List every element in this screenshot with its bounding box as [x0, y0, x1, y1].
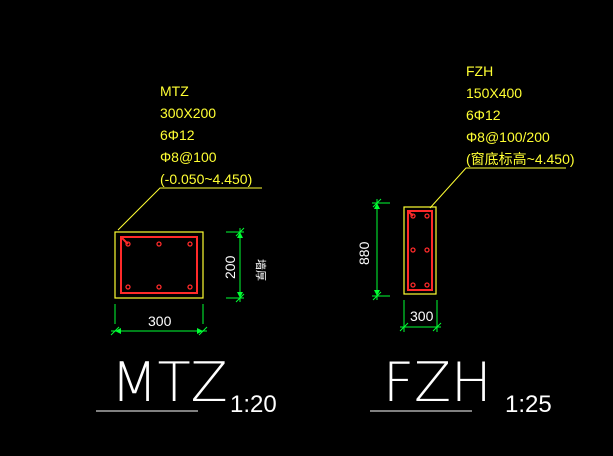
fzh-note-elevation: (窗底标高~4.450): [466, 151, 575, 167]
mtz-detail: MTZ 300X200 6Φ12 Φ8@100 (-0.050~4.450): [96, 83, 277, 418]
mtz-rebars: [125, 241, 193, 290]
fzh-rebar: [424, 213, 430, 219]
mtz-width-label: 300: [148, 313, 172, 329]
mtz-note-size: 300X200: [160, 105, 216, 121]
mtz-annotation: MTZ 300X200 6Φ12 Φ8@100 (-0.050~4.450): [160, 83, 252, 187]
fzh-note-name: FZH: [466, 63, 493, 79]
mtz-rebar: [125, 241, 131, 247]
mtz-title: MTZ: [111, 351, 228, 414]
mtz-width-dimension: [110, 304, 208, 336]
fzh-width-dimension: [399, 300, 442, 332]
fzh-stirrup: [407, 210, 433, 291]
fzh-annotation: FZH 150X400 6Φ12 Φ8@100/200 (窗底标高~4.450): [466, 63, 575, 167]
fzh-height-dimension: [372, 198, 390, 301]
mtz-rebar: [156, 241, 162, 247]
fzh-width-label: 300: [410, 308, 434, 324]
fzh-rebar: [424, 247, 430, 253]
fzh-stirrup-hook: [407, 210, 414, 217]
mtz-scale: 1:20: [230, 391, 277, 418]
mtz-height-dimension: [226, 227, 245, 303]
fzh-rebar: [424, 282, 430, 288]
mtz-leader-line: [117, 187, 262, 231]
fzh-note-size: 150X400: [466, 85, 522, 101]
mtz-rebar: [187, 284, 193, 290]
fzh-rebars: [410, 213, 430, 288]
fzh-scale: 1:25: [505, 391, 552, 418]
mtz-note-name: MTZ: [160, 83, 189, 99]
mtz-side-note: 墙厚: [254, 259, 268, 281]
mtz-note-elevation: (-0.050~4.450): [160, 171, 252, 187]
fzh-detail: FZH 150X400 6Φ12 Φ8@100/200 (窗底标高~4.450): [356, 63, 575, 418]
mtz-rebar: [156, 284, 162, 290]
mtz-height-label: 200: [222, 255, 238, 279]
mtz-note-stirrup: Φ8@100: [160, 149, 217, 165]
fzh-title: FZH: [383, 351, 492, 414]
fzh-leader-line: [429, 167, 566, 209]
fzh-rebar: [410, 213, 416, 219]
fzh-rebar: [410, 282, 416, 288]
fzh-rebar: [410, 247, 416, 253]
mtz-stirrup: [120, 236, 198, 294]
mtz-note-main-rebar: 6Φ12: [160, 127, 195, 143]
fzh-note-main-rebar: 6Φ12: [466, 107, 501, 123]
fzh-section-outline: [403, 206, 437, 295]
fzh-note-stirrup: Φ8@100/200: [466, 129, 550, 145]
mtz-rebar: [125, 284, 131, 290]
mtz-section-outline: [114, 231, 204, 299]
fzh-height-label: 880: [356, 241, 372, 265]
mtz-rebar: [187, 241, 193, 247]
